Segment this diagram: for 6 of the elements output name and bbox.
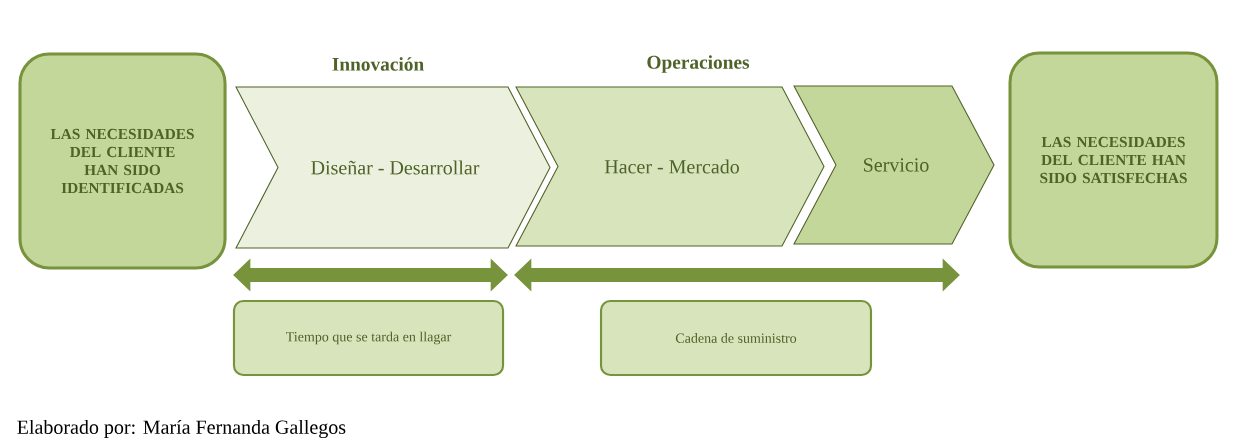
rounded-box: LAS NECESIDADES DEL CLIENTE HAN SIDO SATISFECHAS: [1008, 51, 1219, 269]
rounded-box: LAS NECESIDADES DEL CLIENTE HAN SIDO IDENTIFICADAS: [18, 52, 227, 270]
caption: Elaborado por: María Fernanda Gallegos: [17, 419, 346, 439]
note-box: Tiempo que se tarda en llagar: [232, 299, 505, 377]
note-box: Cadena de suministro: [599, 299, 873, 377]
stage-heading: Operaciones: [647, 55, 750, 73]
